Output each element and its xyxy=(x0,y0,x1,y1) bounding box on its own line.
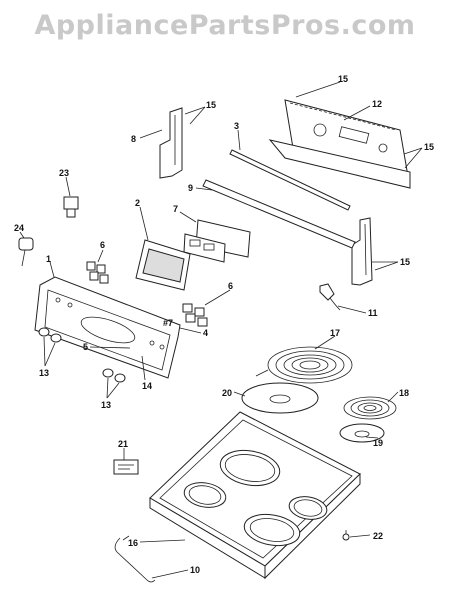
part-18-small-element xyxy=(343,396,397,420)
callout-7-ref: #7 xyxy=(163,318,173,328)
part-9-trim-strip xyxy=(202,179,356,249)
callout-15-right-mid: 15 xyxy=(400,257,410,267)
callout-15-top: 15 xyxy=(338,74,348,84)
part-8-left-bracket xyxy=(159,107,183,179)
callout-15-bracket: 15 xyxy=(206,100,216,110)
callout-2: 2 xyxy=(135,198,140,208)
part-3-trim-strip xyxy=(229,149,351,211)
callout-22: 22 xyxy=(373,531,383,541)
part-10-rod xyxy=(114,535,156,583)
callout-23: 23 xyxy=(59,168,69,178)
leader-lines xyxy=(19,81,423,579)
callout-17: 17 xyxy=(330,328,340,338)
part-12-rear-panel xyxy=(268,99,411,189)
callout-19: 19 xyxy=(373,438,383,448)
callout-labels: 15 12 15 8 3 15 23 9 2 7 24 6 15 1 11 6 … xyxy=(14,74,434,575)
callout-24: 24 xyxy=(14,223,24,233)
part-20-large-drip-pan xyxy=(241,382,319,414)
callout-5: 5 xyxy=(83,342,88,352)
callout-6-upper: 6 xyxy=(100,240,105,250)
part-21-label xyxy=(113,459,139,475)
part-13-knobs-center xyxy=(102,368,126,383)
callout-16: 16 xyxy=(128,538,138,548)
callout-14: 14 xyxy=(142,381,152,391)
part-6-switches-upper xyxy=(86,261,109,284)
callout-18: 18 xyxy=(399,388,409,398)
callout-1: 1 xyxy=(46,254,51,264)
callout-21: 21 xyxy=(118,439,128,449)
callout-4: 4 xyxy=(203,328,208,338)
part-23-socket xyxy=(63,196,79,218)
part-24-switch xyxy=(18,237,34,267)
part-17-large-element xyxy=(255,346,353,384)
callout-6-lower: 6 xyxy=(228,281,233,291)
part-7-clock xyxy=(183,219,251,263)
callout-9: 9 xyxy=(188,183,193,193)
part-22-screw xyxy=(342,530,350,541)
part-2-overlay xyxy=(135,239,191,291)
callout-13-left: 13 xyxy=(39,368,49,378)
part-13-knobs-left xyxy=(38,327,62,343)
main-cooktop xyxy=(149,411,361,580)
callout-7: 7 xyxy=(173,204,178,214)
callout-12: 12 xyxy=(372,99,382,109)
callout-20: 20 xyxy=(222,388,232,398)
part-11-wire xyxy=(319,283,341,311)
callout-8: 8 xyxy=(131,134,136,144)
callout-3: 3 xyxy=(234,121,239,131)
part-1-control-panel xyxy=(34,276,181,379)
callout-13-center: 13 xyxy=(101,400,111,410)
part-15-right-bracket xyxy=(351,217,373,286)
callout-11: 11 xyxy=(368,308,378,318)
callout-15-right-top: 15 xyxy=(424,142,434,152)
watermark: AppliancePartsPros.com xyxy=(34,10,416,41)
callout-10: 10 xyxy=(190,565,200,575)
part-6-switches-lower xyxy=(182,303,208,327)
